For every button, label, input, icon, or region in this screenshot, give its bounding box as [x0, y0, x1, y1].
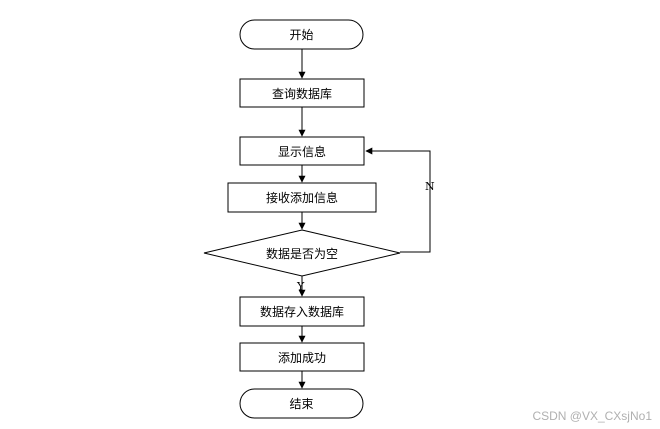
edge-label-yes: Y — [296, 280, 305, 293]
node-end-label: 结束 — [289, 397, 313, 411]
edge-label-no: N — [425, 180, 435, 193]
node-receive-add-label: 接收添加信息 — [266, 190, 338, 205]
node-start-label: 开始 — [289, 28, 313, 42]
node-start: 开始 — [239, 19, 364, 50]
node-query-db: 查询数据库 — [239, 78, 365, 108]
node-decision-empty: 数据是否为空 — [203, 229, 401, 277]
node-add-success: 添加成功 — [239, 342, 365, 372]
node-decision-empty-label: 数据是否为空 — [266, 246, 338, 261]
node-add-success-label: 添加成功 — [278, 351, 326, 365]
watermark: CSDN @VX_CXsjNo1 — [532, 409, 652, 423]
node-show-info: 显示信息 — [239, 136, 365, 166]
node-query-db-label: 查询数据库 — [272, 86, 332, 101]
node-save-db: 数据存入数据库 — [239, 296, 365, 327]
node-save-db-label: 数据存入数据库 — [260, 304, 344, 319]
node-receive-add: 接收添加信息 — [227, 182, 377, 213]
node-show-info-label: 显示信息 — [278, 144, 326, 159]
edge-decision-no-loop — [365, 147, 431, 253]
node-end: 结束 — [239, 388, 364, 419]
